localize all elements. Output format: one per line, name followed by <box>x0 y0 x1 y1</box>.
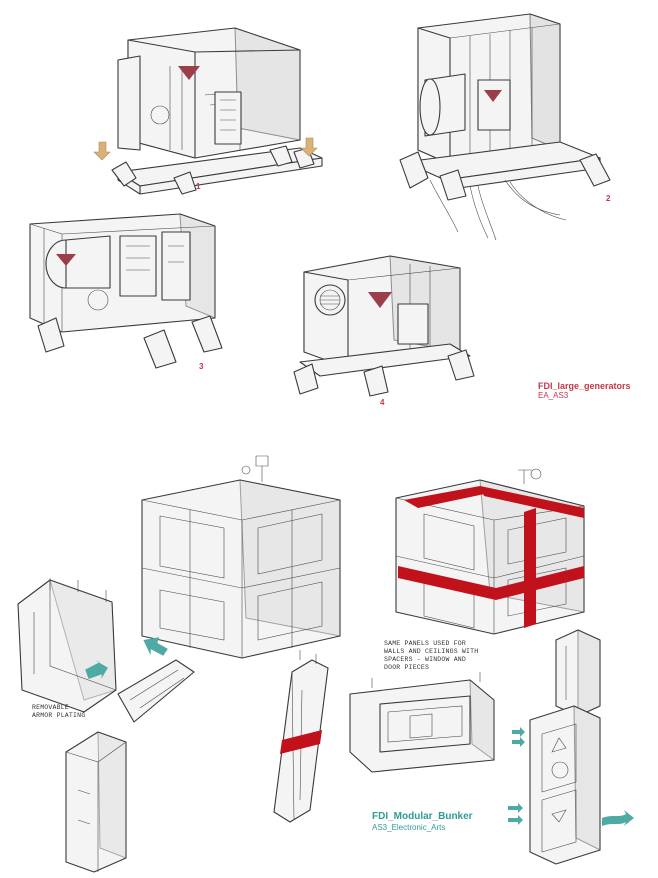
arrow-teal-4 <box>512 737 525 747</box>
arrow-teal-3 <box>512 727 525 737</box>
figure-number-4: 4 <box>380 398 385 407</box>
bunker-subtitle: AS3_Electronic_Arts <box>372 823 446 832</box>
figure-number-1: 1 <box>196 182 201 191</box>
generators-title: FDI_large_generators <box>538 381 631 391</box>
door-panel-sketch <box>529 705 601 865</box>
bunker-strapped-sketch <box>395 468 585 635</box>
arrow-teal-5 <box>508 803 523 813</box>
armor-plate-sketch <box>17 578 117 713</box>
arrow-teal-7 <box>602 810 634 826</box>
bracket-plate-sketch <box>117 659 195 723</box>
arrow-teal-1 <box>85 659 108 680</box>
arrow-teal-2 <box>143 637 168 656</box>
vertical-armor-sketch <box>65 731 127 873</box>
small-module-sketch <box>555 629 601 717</box>
figure-number-3: 3 <box>199 362 204 371</box>
generator-3-sketch <box>29 213 223 369</box>
window-panel-sketch <box>349 672 495 773</box>
arrow-teal-6 <box>508 815 523 825</box>
generator-4-sketch <box>293 255 475 397</box>
removable-armor-note: REMOVABLE ARMOR PLATING <box>32 704 86 720</box>
tall-panel-sketch <box>273 650 329 823</box>
panels-note: SAME PANELS USED FOR WALLS AND CEILINGS … <box>384 640 479 672</box>
bunker-cube-sketch <box>141 455 341 659</box>
figure-number-2: 2 <box>606 194 611 203</box>
generators-subtitle: EA_AS3 <box>538 391 569 400</box>
generator-1-sketch <box>93 27 323 195</box>
bunker-title: FDI_Modular_Bunker <box>372 811 473 822</box>
generator-2-sketch <box>399 13 611 241</box>
